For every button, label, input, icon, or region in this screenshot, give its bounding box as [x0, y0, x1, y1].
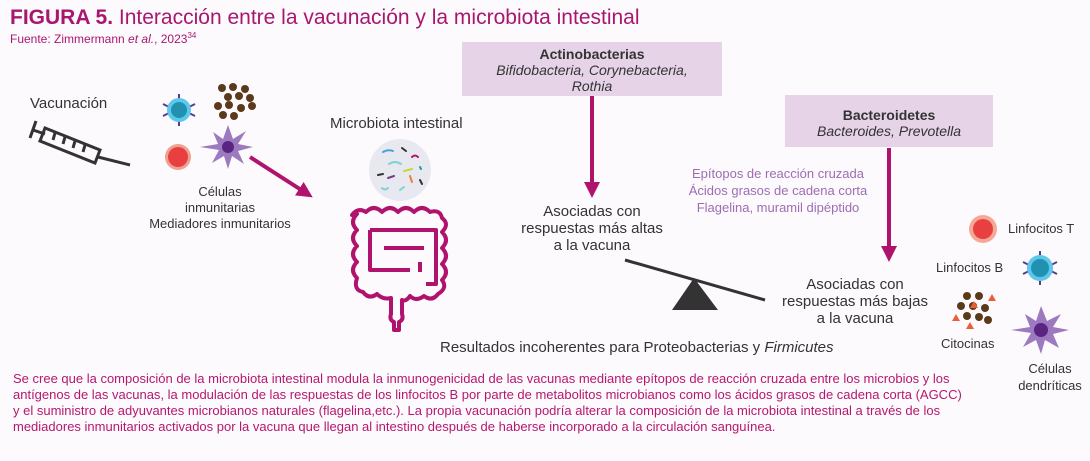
- bacteroidetes-title: Bacteroidetes: [842, 107, 936, 123]
- figure-title: FIGURA 5. Interacción entre la vacunació…: [10, 6, 640, 30]
- lower-response-label: Asociadas con respuestas más bajas a la …: [760, 276, 950, 327]
- inconsistent-text: Resultados incoherentes para Proteobacte…: [440, 339, 765, 356]
- seesaw-fulcrum: [672, 278, 718, 310]
- immune-cells-label: Células inmunitarias Mediadores inmunita…: [140, 184, 300, 232]
- lower-line: a la vacuna: [816, 310, 894, 327]
- legend-cytokines-icon: [952, 292, 996, 329]
- higher-line: respuestas más altas: [521, 220, 663, 237]
- t-cell-icon: [165, 144, 191, 170]
- syringe-icon: [28, 120, 131, 167]
- higher-line: Asociadas con: [543, 203, 641, 220]
- higher-response-label: Asociadas con respuestas más altas a la …: [502, 203, 682, 254]
- legend-dendritic-line: dendríticas: [1018, 378, 1082, 393]
- microbiota-label: Microbiota intestinal: [330, 115, 463, 132]
- legend-dendritic-cell-icon: [1011, 306, 1069, 354]
- bacteroidetes-box: Bacteroidetes Bacteroides, Prevotella: [785, 95, 993, 147]
- legend-b-cells: Linfocitos B: [936, 260, 1004, 275]
- actinobacteria-title: Actinobacterias: [539, 46, 645, 62]
- mechanisms-list: Epítopos de reacción cruzada Ácidos gras…: [668, 165, 888, 216]
- b-cell-icon: [162, 94, 196, 126]
- mechanism-item: Ácidos grasos de cadena corta: [688, 183, 868, 198]
- arrow-to-gut: [248, 155, 313, 198]
- legend-dendritic: Células dendríticas: [1010, 360, 1090, 394]
- vaccination-label: Vacunación: [30, 95, 108, 112]
- figure-source: Fuente: Zimmermann et al., 202334: [10, 31, 196, 46]
- mechanism-item: Epítopos de reacción cruzada: [692, 166, 864, 181]
- dendritic-cell-icon: [200, 125, 253, 169]
- legend-t-cells: Linfocitos T: [1008, 221, 1075, 236]
- source-ref: 34: [187, 31, 197, 40]
- legend-t-cell-icon: [969, 215, 997, 243]
- figure-number: FIGURA 5.: [10, 6, 114, 29]
- bacteroidetes-species: Bacteroides, Prevotella: [817, 123, 961, 139]
- legend-b-cell-icon: [1022, 251, 1058, 285]
- source-prefix: Fuente: Zimmermann: [10, 32, 129, 46]
- actinobacteria-box: Actinobacterias Bifidobacteria, Coryneba…: [462, 42, 722, 96]
- cytokines-icon: [214, 83, 256, 120]
- immune-cells-line: Células: [198, 184, 242, 199]
- immune-cells-line: Mediadores inmunitarios: [149, 216, 291, 231]
- inconsistent-results: Resultados incoherentes para Proteobacte…: [440, 339, 834, 356]
- actinobacteria-species: Bifidobacteria, Corynebacteria, Rothia: [496, 62, 688, 94]
- lower-line: respuestas más bajas: [782, 293, 928, 310]
- intestine-icon: [350, 206, 448, 332]
- mechanism-item: Flagelina, muramil dipéptido: [696, 200, 860, 215]
- legend-cytokines: Citocinas: [941, 336, 995, 351]
- higher-line: a la vacuna: [553, 237, 631, 254]
- source-year: , 2023: [154, 32, 188, 46]
- inconsistent-italic: Firmicutes: [764, 339, 834, 356]
- legend-dendritic-line: Células: [1028, 361, 1072, 376]
- microbiota-icon: [369, 139, 431, 201]
- caption-paragraph: Se cree que la composición de la microbi…: [13, 371, 962, 434]
- immune-cells-line: inmunitarias: [184, 200, 256, 215]
- lower-line: Asociadas con: [806, 276, 904, 293]
- source-etal: et al.: [128, 32, 155, 46]
- figure-title-text: Interacción entre la vacunación y la mic…: [118, 6, 640, 29]
